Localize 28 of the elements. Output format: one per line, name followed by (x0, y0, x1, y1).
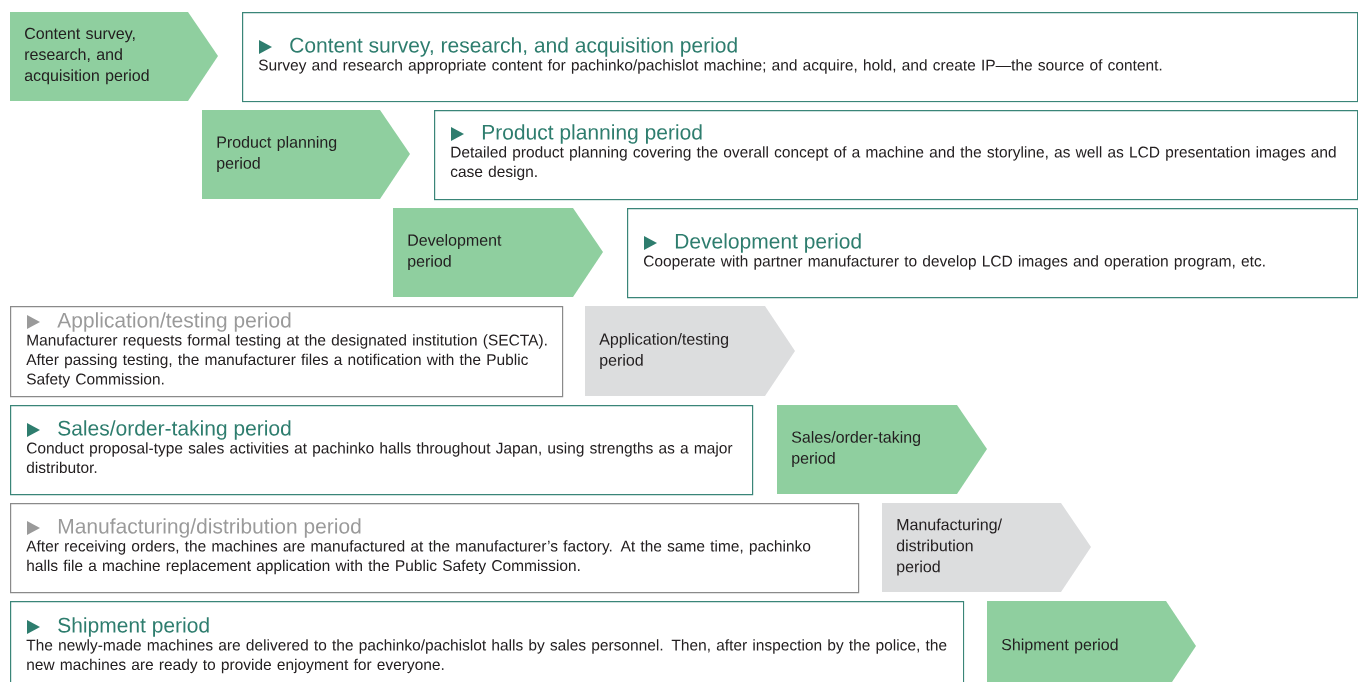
description-box (627, 208, 1358, 299)
description: Cooperate with partner manufacturer to develop LCD images and operation program, etc. (644, 255, 1265, 270)
phase-tab: Manufacturing/ distribution period (882, 503, 1091, 592)
heading: Sales/order-taking period (58, 420, 291, 440)
description: Survey and research appropriate content for pachinko/pachislot machine; and acquire, hold, and create IP—the source of content. (258, 59, 1162, 74)
phase-tab: Shipment period (987, 601, 1196, 682)
description-box (10, 503, 860, 594)
description-box (10, 405, 754, 496)
heading: Development period (675, 233, 861, 253)
description-box (10, 306, 564, 398)
phase-tab: Application/testing period (585, 306, 795, 396)
heading: Content survey, research, and acquisition period (290, 37, 737, 57)
description: The newly-made machines are delivered to the pachinko/pachislot halls by sales personnel. Then, after inspection by the police, the new machines are ready to provide enjoyment for everyone. (26, 639, 947, 674)
description: Conduct proposal-type sales activities at pachinko halls throughout Japan, using strengths as a major distributor. (26, 442, 733, 474)
description-box (10, 601, 965, 682)
heading: Shipment period (58, 617, 209, 637)
phase-tab: Content survey, research, and acquisition period (10, 12, 218, 101)
description: After receiving orders, the machines are manufactured at the manufacturer’s factory. At the same time, pachinko halls file a machine replacement application with the Public Safety Commission. (26, 540, 811, 575)
phase-tab: Development period (393, 208, 603, 297)
phase-tab: Product planning period (202, 110, 410, 199)
description-box (434, 110, 1358, 201)
description-box (242, 12, 1358, 103)
heading: Product planning period (482, 124, 702, 144)
heading: Manufacturing/distribution period (58, 518, 361, 538)
description: Manufacturer requests formal testing at the designated institution (SECTA). After passing testing, the manufacturer files a notification with the Public Safety Commission. (26, 334, 547, 388)
phase-tab: Sales/order-taking period (777, 405, 987, 494)
heading: Application/testing period (57, 312, 291, 332)
description: Detailed product planning covering the overall concept of a machine and the storyline, as well as LCD presentation images and case design. (450, 146, 1336, 181)
